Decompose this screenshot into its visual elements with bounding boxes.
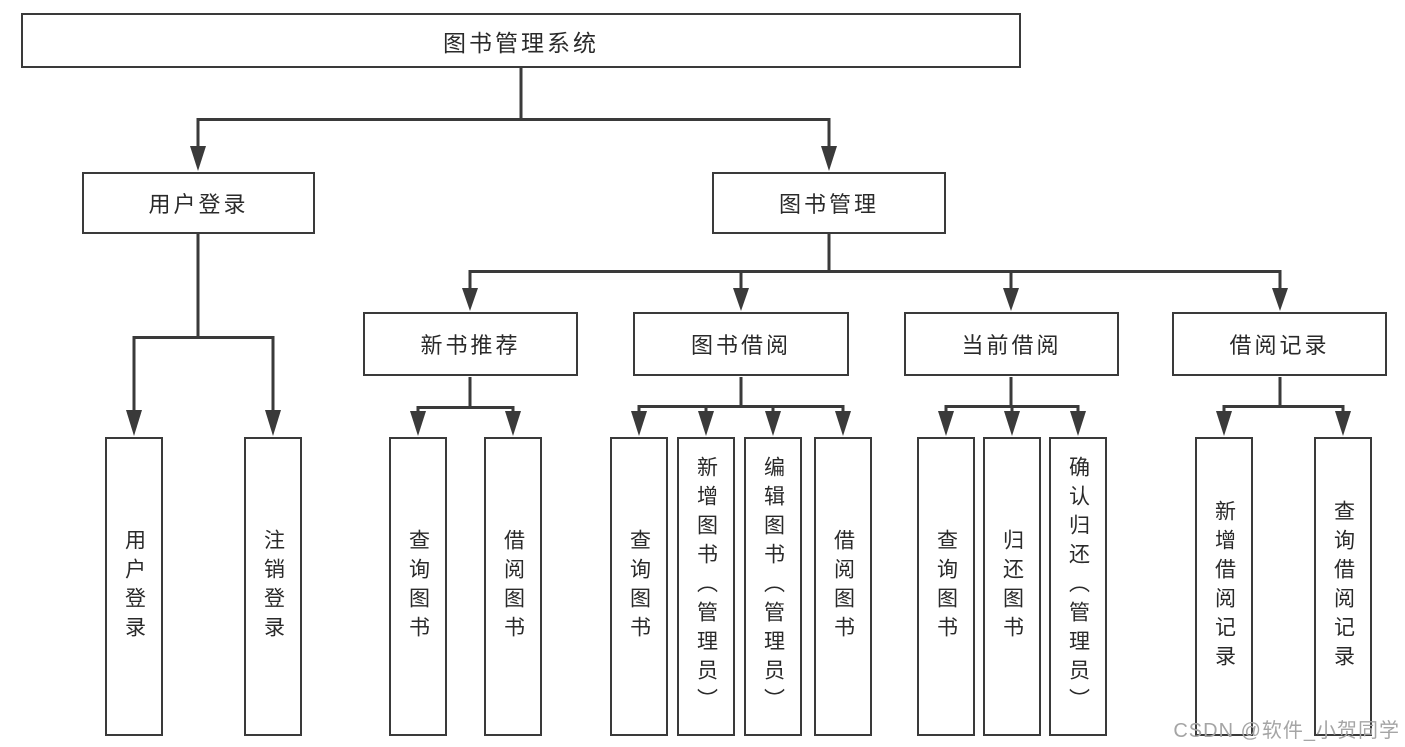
node-book-management-label: 图书管理 [778,192,879,217]
leaf-bb-add-books-admin-label: 新增图书（管理员） [694,456,718,717]
leaf-user-login: 用户登录 [105,437,163,736]
leaf-nbr-borrow-books: 借阅图书 [484,437,542,736]
node-borrow-records-label: 借阅记录 [1229,333,1330,358]
node-user-login: 用户登录 [82,172,315,234]
leaf-bb-borrow-books-label: 借阅图书 [831,528,855,645]
leaf-cb-confirm-return-admin-label: 确认归还（管理员） [1066,456,1090,717]
leaf-bb-edit-books-admin: 编辑图书（管理员） [744,437,802,736]
leaf-cb-query-books: 查询图书 [917,437,975,736]
connector-borrow-records-children [1216,377,1351,436]
leaf-cb-return-books-label: 归还图书 [1000,528,1024,645]
leaf-cb-return-books: 归还图书 [983,437,1041,736]
leaf-cb-query-books-label: 查询图书 [934,528,958,645]
node-new-book-recommend: 新书推荐 [363,312,578,376]
leaf-br-add-record-label: 新增借阅记录 [1212,499,1236,674]
node-current-borrow-label: 当前借阅 [961,333,1062,358]
leaf-bb-query-books-label: 查询图书 [627,528,651,645]
node-book-management: 图书管理 [712,172,946,234]
csdn-watermark: CSDN @软件_小贺同学 [1173,720,1400,742]
leaf-cb-confirm-return-admin: 确认归还（管理员） [1049,437,1107,736]
leaf-nbr-query-books: 查询图书 [389,437,447,736]
leaf-user-login-label: 用户登录 [122,528,146,645]
leaf-nbr-borrow-books-label: 借阅图书 [501,528,525,645]
connector-book-borrow-children [631,377,851,436]
node-current-borrow: 当前借阅 [904,312,1119,376]
leaf-br-query-record-label: 查询借阅记录 [1331,499,1355,674]
connector-user-login-children [126,234,281,436]
leaf-bb-add-books-admin: 新增图书（管理员） [677,437,735,736]
node-user-login-label: 用户登录 [148,192,249,217]
node-root-system: 图书管理系统 [21,13,1021,68]
leaf-logout: 注销登录 [244,437,302,736]
connector-root-to-branches [190,68,837,171]
leaf-logout-label: 注销登录 [261,528,285,645]
node-book-borrow: 图书借阅 [633,312,849,376]
connector-new-book-recommend-children [410,377,521,436]
node-new-book-recommend-label: 新书推荐 [420,333,521,358]
leaf-bb-query-books: 查询图书 [610,437,668,736]
connector-book-management-children [462,234,1288,311]
leaf-bb-edit-books-admin-label: 编辑图书（管理员） [761,456,785,717]
leaf-br-add-record: 新增借阅记录 [1195,437,1253,736]
leaf-bb-borrow-books: 借阅图书 [814,437,872,736]
leaf-nbr-query-books-label: 查询图书 [406,528,430,645]
node-root-system-label: 图书管理系统 [443,29,599,56]
node-book-borrow-label: 图书借阅 [690,333,791,358]
connector-current-borrow-children [938,377,1086,436]
leaf-br-query-record: 查询借阅记录 [1314,437,1372,736]
node-borrow-records: 借阅记录 [1172,312,1387,376]
